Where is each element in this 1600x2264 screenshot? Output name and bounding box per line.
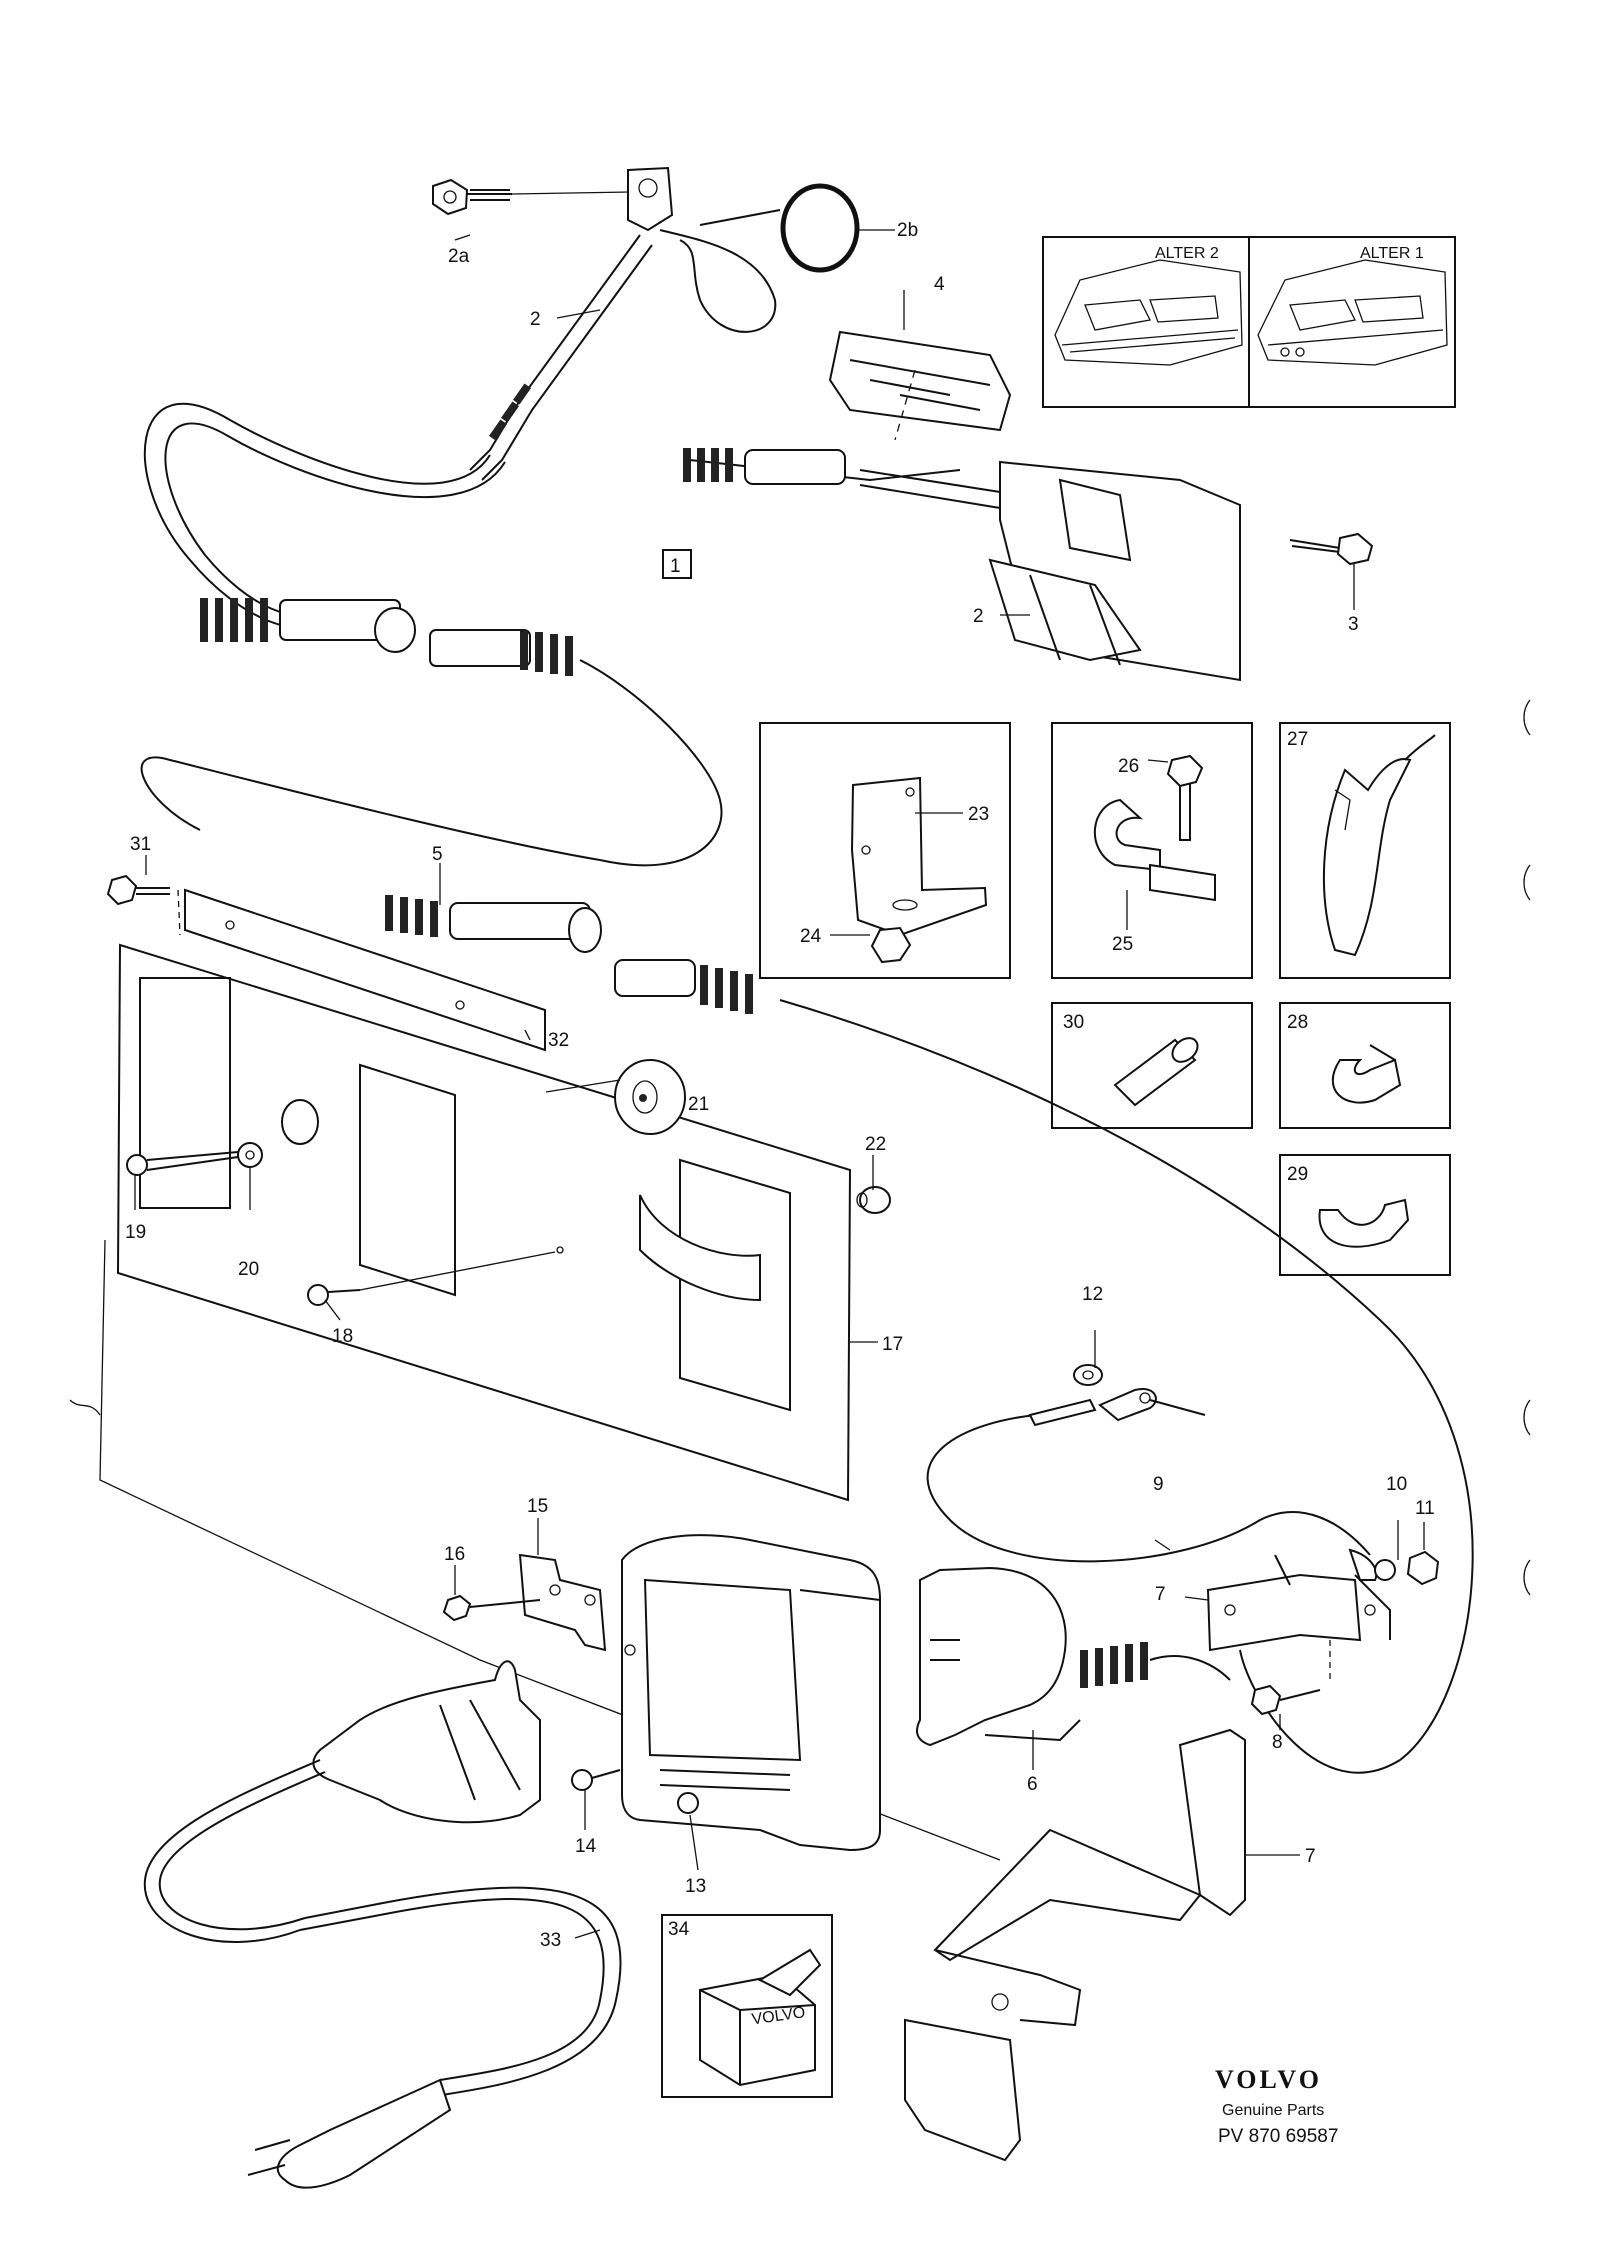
cable-sleeve-upper [488, 383, 532, 441]
alter2-label: ALTER 2 [1155, 245, 1219, 262]
clip-4-icon [828, 330, 1012, 441]
callout-19: 19 [125, 1222, 146, 1243]
inset-clip-28 [1279, 1002, 1451, 1129]
nut-22-icon [856, 1186, 891, 1214]
callout-5: 5 [432, 844, 443, 865]
bracket-7-bottom-icon [904, 1728, 1246, 2162]
grommet-21-icon [614, 1059, 686, 1135]
car-front-alter2-icon [1054, 259, 1243, 366]
cable-fittings-middle [140, 598, 723, 867]
callout-20: 20 [238, 1259, 259, 1280]
callout-26: 26 [1118, 756, 1139, 777]
callout-2a: 2a [448, 246, 470, 267]
mounting-plate-17 [116, 943, 852, 1502]
callout-27: 27 [1287, 729, 1308, 750]
connector-6-icon [916, 1566, 1231, 1747]
inset-sleeve-30 [1051, 1002, 1253, 1129]
callout-22: 22 [865, 1134, 886, 1155]
callout-10: 10 [1386, 1474, 1407, 1495]
callout-15: 15 [527, 1496, 548, 1517]
callout-29: 29 [1287, 1164, 1308, 1185]
car-front-alter1-icon [1257, 259, 1448, 366]
callout-14: 14 [575, 1836, 597, 1857]
release-handle-2-icon [859, 460, 1241, 682]
callout-23: 23 [968, 804, 989, 825]
callout-labels: 2a 2b 2 4 2 3 23 24 26 25 27 30 28 29 31… [125, 220, 1435, 1951]
callout-7-top: 7 [1155, 1584, 1166, 1605]
screw-14-icon [571, 1769, 621, 1791]
callout-13: 13 [685, 1876, 706, 1897]
inset-tie-27 [1279, 722, 1451, 979]
socket-housing-13 [621, 1534, 881, 1852]
callout-12: 12 [1082, 1284, 1103, 1305]
callout-11: 11 [1415, 1498, 1435, 1519]
callout-31: 31 [130, 834, 151, 855]
group-marker-box [662, 549, 692, 579]
strip-32 [184, 888, 546, 1052]
inset-box-34: VOLVO [661, 1914, 833, 2098]
callout-18: 18 [332, 1326, 353, 1347]
callout-25: 25 [1112, 934, 1133, 955]
margin-marks [1523, 699, 1531, 1596]
callout-2b: 2b [897, 220, 918, 241]
leader-lines [134, 234, 1425, 1939]
callout-9: 9 [1153, 1474, 1164, 1495]
group-marker-label: 1 [670, 556, 681, 577]
volvo-branding: VOLVO Genuine Parts PV 870 69587 [1215, 2065, 1338, 2147]
callout-2-right: 2 [973, 606, 984, 627]
bracket-2-icon [627, 166, 777, 333]
ground-wire-9 [926, 1330, 1440, 1586]
release-cable-assembly: 1 [140, 166, 1374, 867]
callout-32: 32 [548, 1030, 569, 1051]
callout-17: 17 [882, 1334, 903, 1355]
inset-clamp-25-26 [1051, 722, 1253, 979]
callout-2-top: 2 [530, 309, 541, 330]
callout-28: 28 [1287, 1012, 1308, 1033]
part-number: PV 870 69587 [1218, 2126, 1338, 2147]
callout-34: 34 [668, 1919, 690, 1940]
bolt-2a-icon [432, 178, 512, 216]
callout-21: 21 [688, 1094, 709, 1115]
callout-4: 4 [934, 274, 945, 295]
screw-8-icon [1250, 1684, 1321, 1730]
callout-33: 33 [540, 1930, 561, 1951]
callout-6: 6 [1027, 1774, 1038, 1795]
callout-8: 8 [1272, 1732, 1283, 1753]
o-ring-2b-icon [780, 183, 860, 273]
callout-3: 3 [1348, 614, 1359, 635]
bracket-7-top-icon [1206, 1554, 1391, 1680]
screw-31-icon [106, 874, 181, 936]
callout-30: 30 [1063, 1012, 1084, 1033]
inset-bracket-23-24 [759, 722, 1011, 979]
screw-3-icon [1289, 532, 1374, 566]
alter1-label: ALTER 1 [1360, 245, 1424, 262]
brand-logo: VOLVO [1215, 2065, 1322, 2094]
alternative-front-views: ALTER 2 ALTER 1 [1042, 236, 1456, 408]
inset-clip-29 [1279, 1154, 1451, 1276]
cable-5-icon [385, 895, 1474, 1774]
bracket-15-icon [518, 1553, 636, 1656]
callout-7-bottom: 7 [1305, 1846, 1316, 1867]
socket-plug-33-icon [143, 1660, 622, 2189]
screw-18-icon [307, 1251, 556, 1306]
cable-sleeve-right [683, 448, 846, 485]
brand-line1: Genuine Parts [1222, 2102, 1324, 2119]
callout-16: 16 [444, 1544, 465, 1565]
callout-24: 24 [800, 926, 822, 947]
screw-16-icon [442, 1594, 541, 1622]
